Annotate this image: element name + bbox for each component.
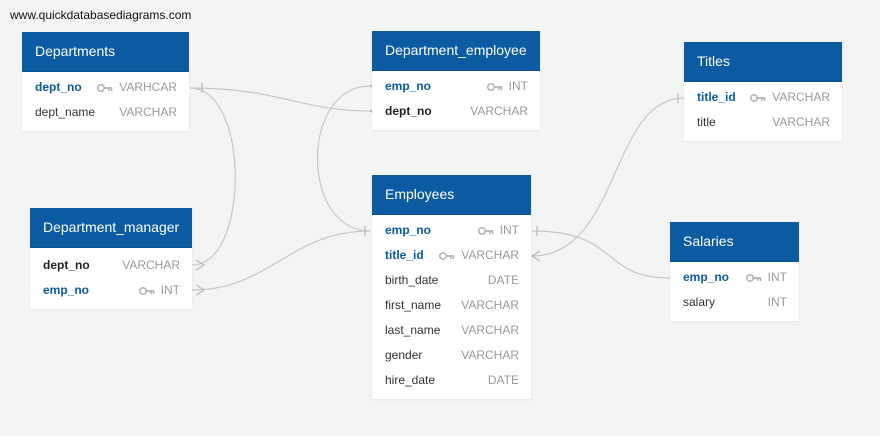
column-type: INT — [499, 223, 519, 237]
table-row[interactable]: first_name VARCHAR — [372, 293, 531, 318]
table-header[interactable]: Salaries — [670, 222, 799, 262]
table-row[interactable]: hire_date DATE — [372, 368, 531, 393]
column-type: DATE — [487, 373, 519, 387]
key-icon — [97, 83, 113, 92]
table-row[interactable]: salary INT — [670, 290, 799, 315]
column-type: VARCHAR — [461, 348, 519, 362]
key-icon — [486, 82, 502, 91]
relation-employees-titles — [531, 97, 685, 257]
column-name: dept_no — [35, 80, 82, 94]
column-type: INT — [767, 295, 787, 309]
column-name: emp_no — [683, 270, 730, 284]
table-header[interactable]: Employees — [372, 175, 531, 215]
column-type: VARCHAR — [122, 258, 180, 272]
column-type: DATE — [487, 273, 519, 287]
column-name: last_name — [385, 323, 441, 337]
column-type: VARHCAR — [119, 80, 177, 94]
table-row[interactable]: dept_name VARCHAR — [22, 100, 189, 125]
table-header[interactable]: Titles — [684, 42, 842, 82]
key-icon — [439, 251, 455, 260]
column-type: VARCHAR — [772, 115, 830, 129]
column-type: INT — [160, 283, 180, 297]
column-name: gender — [385, 348, 423, 362]
table-row[interactable]: title_id VARCHAR — [684, 85, 842, 110]
key-icon — [750, 93, 766, 102]
column-name: title — [697, 115, 716, 129]
column-type: VARCHAR — [461, 323, 519, 337]
relation-departments-dept-employee — [189, 87, 371, 112]
table-header[interactable]: Department_manager — [30, 208, 192, 248]
table-header[interactable]: Department_employee — [372, 31, 540, 71]
key-icon — [477, 226, 493, 235]
relation-departments-dept-manager — [189, 87, 236, 266]
column-name: title_id — [697, 90, 736, 104]
column-name: salary — [683, 295, 716, 309]
table-row[interactable]: dept_no VARCHAR — [30, 253, 192, 278]
relation-employees-salaries — [531, 230, 671, 279]
table-row[interactable]: emp_no INT — [30, 278, 192, 303]
table-departments[interactable]: Departments dept_no VARHCAR dept_name VA… — [22, 32, 189, 131]
column-type: VARCHAR — [461, 248, 519, 262]
table-row[interactable]: emp_no INT — [372, 74, 540, 99]
table-header[interactable]: Departments — [22, 32, 189, 72]
table-row[interactable]: dept_no VARHCAR — [22, 75, 189, 100]
table-salaries[interactable]: Salaries emp_no INT salary INT — [670, 222, 799, 321]
column-name: emp_no — [385, 79, 432, 93]
table-row[interactable]: birth_date DATE — [372, 268, 531, 293]
table-row[interactable]: dept_no VARCHAR — [372, 99, 540, 124]
column-name: emp_no — [43, 283, 90, 297]
column-type: VARCHAR — [470, 104, 528, 118]
table-titles[interactable]: Titles title_id VARCHAR title VARCHAR — [684, 42, 842, 141]
table-department-manager[interactable]: Department_manager dept_no VARCHAR emp_n… — [30, 208, 192, 309]
key-icon — [745, 273, 761, 282]
table-row[interactable]: title_id VARCHAR — [372, 243, 531, 268]
column-type: VARCHAR — [772, 90, 830, 104]
table-department-employee[interactable]: Department_employee emp_no INT dept_no V… — [372, 31, 540, 130]
key-icon — [138, 286, 154, 295]
table-row[interactable]: emp_no INT — [670, 265, 799, 290]
table-row[interactable]: title VARCHAR — [684, 110, 842, 135]
watermark: www.quickdatabasediagrams.com — [10, 8, 192, 22]
table-row[interactable]: emp_no INT — [372, 218, 531, 243]
column-type: VARCHAR — [119, 105, 177, 119]
column-type: INT — [508, 79, 528, 93]
relation-dept-employee-employees — [317, 85, 371, 232]
column-name: dept_no — [385, 104, 432, 118]
column-name: title_id — [385, 248, 424, 262]
table-row[interactable]: last_name VARCHAR — [372, 318, 531, 343]
column-name: birth_date — [385, 273, 439, 287]
relation-dept-manager-employees — [191, 230, 371, 291]
column-name: emp_no — [385, 223, 432, 237]
column-name: dept_no — [43, 258, 90, 272]
table-row[interactable]: gender VARCHAR — [372, 343, 531, 368]
column-type: INT — [767, 270, 787, 284]
column-name: first_name — [385, 298, 442, 312]
column-name: dept_name — [35, 105, 96, 119]
column-type: VARCHAR — [461, 298, 519, 312]
column-name: hire_date — [385, 373, 436, 387]
table-employees[interactable]: Employees emp_no INT title_id VARCHAR bi… — [372, 175, 531, 399]
